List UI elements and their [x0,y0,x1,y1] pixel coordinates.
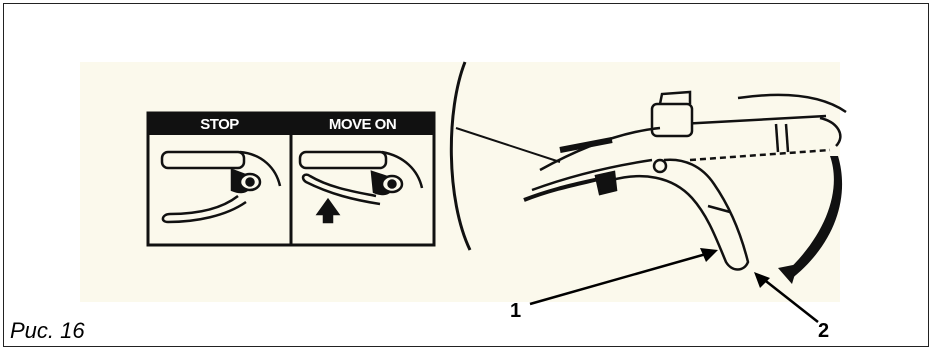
motion-arrow-shaft [784,156,843,280]
stop-panel-drawing [160,150,282,224]
arrow-down-icon [778,264,798,284]
callout-2-leader [761,277,819,323]
callout-1-number: 1 [510,300,522,322]
move-on-label: MOVE ON [328,116,397,133]
callout-1-leader [529,252,707,306]
stop-label: STOP [200,116,239,133]
magnifier-arc [449,61,472,251]
callout-2-number: 2 [818,320,830,342]
callout-1-arrowhead [700,248,718,262]
handlebar-drawing [523,90,847,271]
callout-2-arrowhead [754,272,770,288]
figure-caption: Рис. 16 [10,318,85,343]
arrow-up-icon [315,197,341,224]
sticker-header: STOP MOVE ON [148,113,434,245]
move-on-panel-drawing [298,150,424,224]
magnifier-pointer-line [455,127,561,163]
